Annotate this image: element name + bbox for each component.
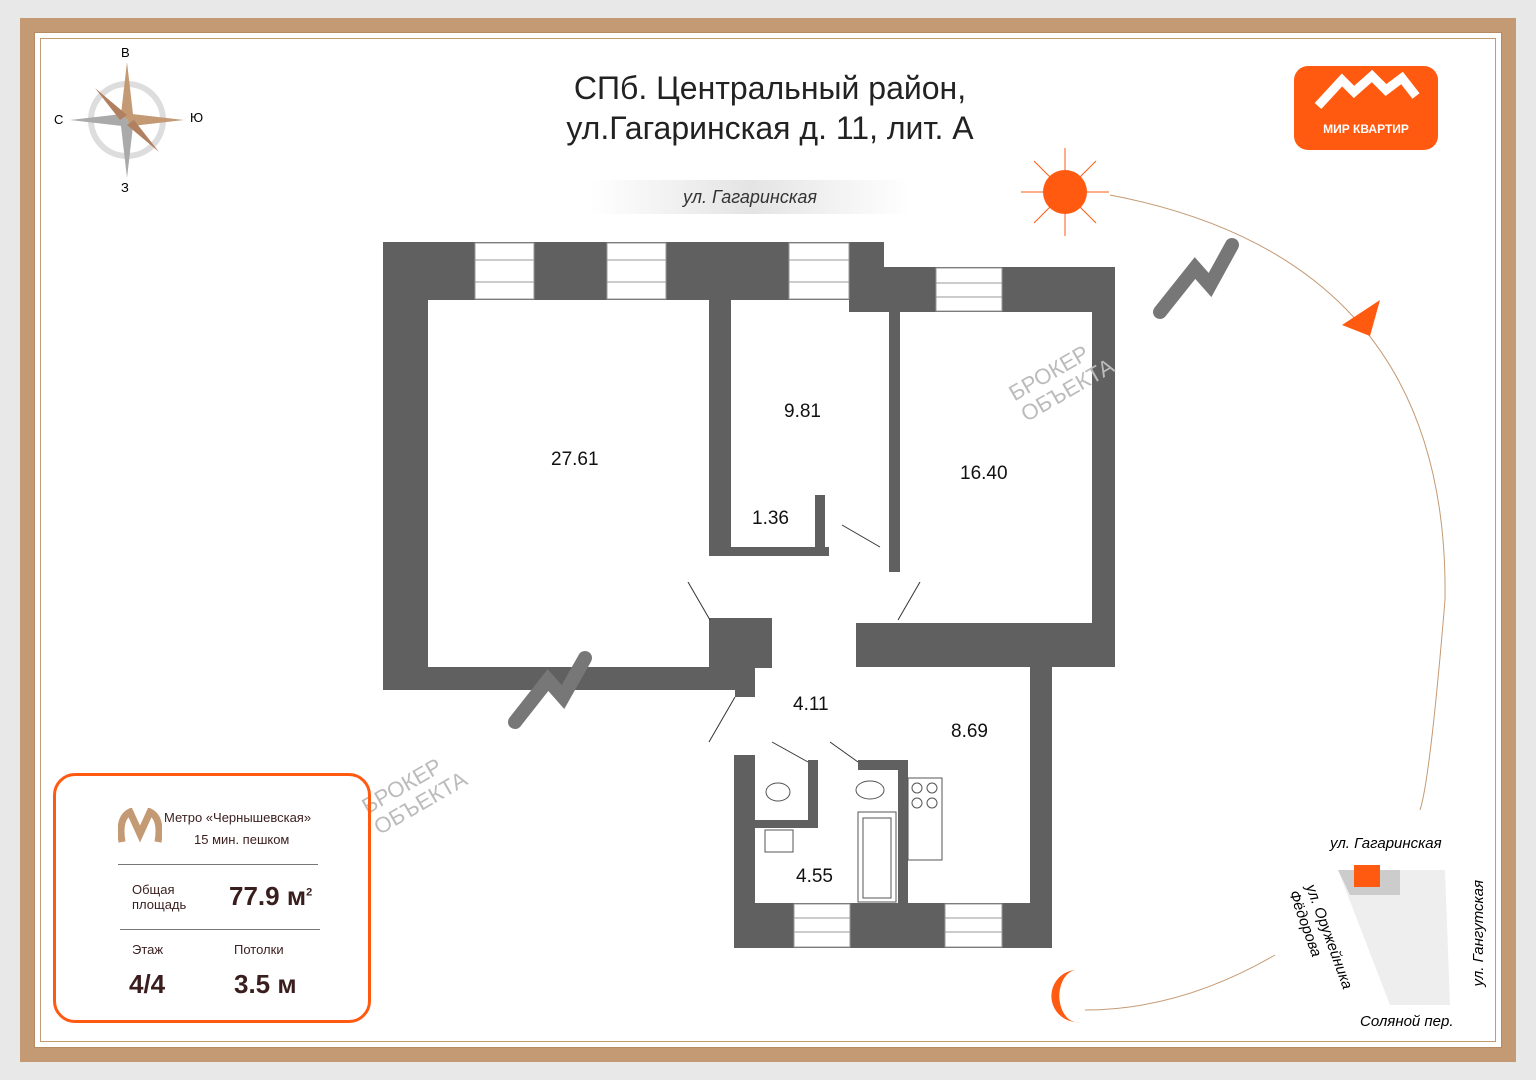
- metro-icon: [118, 808, 162, 843]
- windows: [474, 242, 1003, 948]
- compass-east: Ю: [190, 110, 204, 125]
- logo: МИР КВАРТИР: [1294, 66, 1438, 150]
- ceiling-label: Потолки: [234, 942, 284, 957]
- toilet-icon: [765, 782, 791, 802]
- fixtures: [764, 777, 943, 903]
- room-area: 8.69: [951, 721, 988, 742]
- doors: [687, 524, 921, 763]
- room-area: 4.11: [793, 694, 829, 715]
- metro-walk-time: 15 мин. пешком: [194, 832, 290, 847]
- floor-value: 4/4: [129, 969, 166, 999]
- room-area: 1.36: [752, 508, 789, 529]
- logo-watermark-icon: [508, 238, 1239, 729]
- moon-icon: [1051, 970, 1080, 1023]
- metro-station: Метро «Чернышевская»: [164, 810, 312, 825]
- sun-icon: [1021, 148, 1109, 236]
- info-card: Метро «Чернышевская» 15 мин. пешком Обща…: [53, 773, 371, 1023]
- walls: [383, 242, 1115, 948]
- room-area: 16.40: [960, 463, 1008, 484]
- area-value: 77.9 м2: [229, 881, 313, 911]
- sun-path: [1109, 194, 1446, 811]
- arrow-icon: [1342, 300, 1380, 336]
- stove-icon: [907, 777, 943, 861]
- ceiling-value: 3.5 м: [234, 969, 297, 999]
- toilet-icon: [855, 780, 885, 800]
- site-street-south: Соляной пер.: [1360, 1013, 1454, 1030]
- compass-west: С: [54, 112, 64, 127]
- logo-icon: [1314, 69, 1420, 110]
- site-street-east: ул. Гангутская: [1470, 880, 1487, 987]
- compass-icon: [70, 62, 184, 178]
- site-map: [1338, 865, 1450, 1005]
- sink-icon: [764, 829, 794, 853]
- room-area: 9.81: [784, 401, 821, 422]
- page-title: СПб. Центральный район,ул.Гагаринская д.…: [566, 70, 974, 146]
- bathtub-icon: [857, 811, 897, 903]
- floor-label: Этаж: [132, 942, 164, 957]
- street-label: ул. Гагаринская: [590, 180, 910, 214]
- room-area: 27.61: [551, 449, 599, 470]
- site-street-north: ул. Гагаринская: [1330, 835, 1442, 852]
- compass-south: З: [121, 180, 129, 195]
- room-area: 4.55: [796, 866, 833, 887]
- compass-north: В: [121, 45, 130, 60]
